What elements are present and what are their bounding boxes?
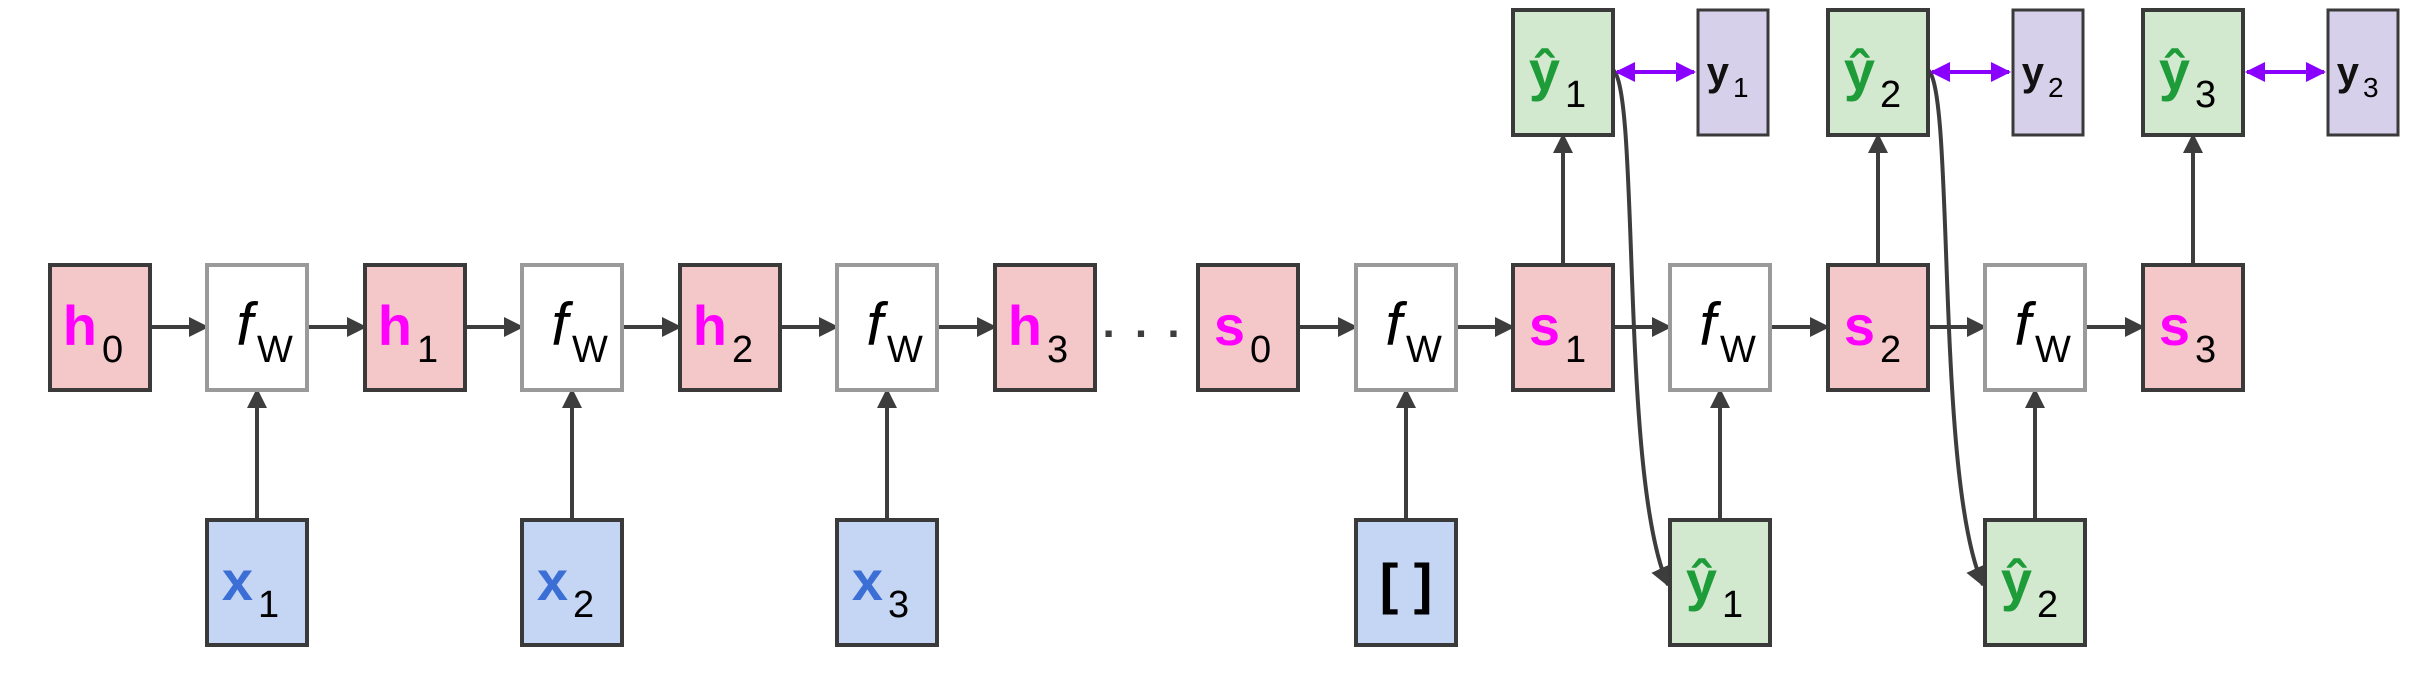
x2-subscript: 2: [573, 584, 594, 626]
fw1-subscript: W: [257, 329, 293, 371]
hidden-state-h2: h 2: [678, 263, 782, 392]
s2-subscript: 2: [1880, 329, 1901, 371]
decoder-function-1: f W: [1354, 263, 1458, 392]
h0-symbol: h: [63, 294, 97, 357]
dfw3-symbol: f: [2014, 291, 2036, 358]
hidden-state-h1: h 1: [363, 263, 467, 392]
fw3-symbol: f: [866, 291, 888, 358]
y3-subscript: 3: [2363, 72, 2379, 103]
y3-hat-subscript: 3: [2195, 74, 2216, 116]
dfw1-symbol: f: [1385, 291, 1407, 358]
decoder-state-s0: s 0: [1196, 263, 1300, 392]
prediction-y1-hat: ŷ 1: [1511, 8, 1615, 137]
decoder-start-input: [ ]: [1354, 518, 1458, 647]
dfw3-subscript: W: [2035, 329, 2071, 371]
x3-symbol: x: [852, 549, 883, 612]
input-x1: x 1: [205, 518, 309, 647]
s3-subscript: 3: [2195, 329, 2216, 371]
hidden-state-h3: h 3: [993, 263, 1097, 392]
y3-symbol: y: [2337, 50, 2360, 94]
fw1-symbol: f: [236, 291, 258, 358]
h2-symbol: h: [693, 294, 727, 357]
x3-subscript: 3: [888, 584, 909, 626]
fed-y1-hat-subscript: 1: [1722, 584, 1743, 626]
decoder-state-s2: s 2: [1826, 263, 1930, 392]
dfw2-symbol: f: [1699, 291, 1721, 358]
x1-symbol: x: [222, 549, 253, 612]
decoder-function-2: f W: [1668, 263, 1772, 392]
fed-y2-hat-symbol: ŷ: [2001, 549, 2032, 612]
start-token-label: [ ]: [1380, 552, 1433, 615]
fw2-subscript: W: [572, 329, 608, 371]
h3-subscript: 3: [1047, 329, 1068, 371]
dfw1-subscript: W: [1406, 329, 1442, 371]
y2-symbol: y: [2022, 50, 2045, 94]
decoder-state-s3: s 3: [2141, 263, 2245, 392]
h1-subscript: 1: [417, 329, 438, 371]
input-x2: x 2: [520, 518, 624, 647]
encoder-function-1: f W: [205, 263, 309, 392]
s0-subscript: 0: [1250, 329, 1271, 371]
y1-symbol: y: [1707, 50, 1730, 94]
fed-input-y1-hat: ŷ 1: [1668, 518, 1772, 647]
fw3-subscript: W: [887, 329, 923, 371]
h3-symbol: h: [1008, 294, 1042, 357]
hidden-state-h0: h 0: [48, 263, 152, 392]
y1-hat-symbol: ŷ: [1529, 39, 1560, 102]
target-y1: y 1: [1696, 8, 1770, 137]
ellipsis: . . .: [1102, 298, 1183, 347]
y1-subscript: 1: [1733, 72, 1749, 103]
h0-subscript: 0: [102, 329, 123, 371]
s3-symbol: s: [2159, 294, 2190, 357]
fw2-symbol: f: [551, 291, 573, 358]
y2-subscript: 2: [2048, 72, 2064, 103]
h2-subscript: 2: [732, 329, 753, 371]
y1-hat-subscript: 1: [1565, 74, 1586, 116]
target-y3: y 3: [2326, 8, 2400, 137]
y2-hat-subscript: 2: [1880, 74, 1901, 116]
fed-y1-hat-symbol: ŷ: [1686, 549, 1717, 612]
y2-hat-symbol: ŷ: [1844, 39, 1875, 102]
target-y2: y 2: [2011, 8, 2085, 137]
s1-subscript: 1: [1565, 329, 1586, 371]
y3-hat-symbol: ŷ: [2159, 39, 2190, 102]
decoder-state-s1: s 1: [1511, 263, 1615, 392]
fed-y2-hat-subscript: 2: [2037, 584, 2058, 626]
feedback-curve-2: [1926, 68, 1985, 587]
encoder-function-3: f W: [835, 263, 939, 392]
dfw2-subscript: W: [1720, 329, 1756, 371]
s2-symbol: s: [1844, 294, 1875, 357]
x2-symbol: x: [537, 549, 568, 612]
decoder-function-3: f W: [1983, 263, 2087, 392]
prediction-y3-hat: ŷ 3: [2141, 8, 2245, 137]
fed-input-y2-hat: ŷ 2: [1983, 518, 2087, 647]
s1-symbol: s: [1529, 294, 1560, 357]
x1-subscript: 1: [258, 584, 279, 626]
input-x3: x 3: [835, 518, 939, 647]
feedback-curve-1: [1611, 68, 1670, 587]
prediction-y2-hat: ŷ 2: [1826, 8, 1930, 137]
s0-symbol: s: [1214, 294, 1245, 357]
arrows-layer: [150, 62, 2326, 587]
h1-symbol: h: [378, 294, 412, 357]
encoder-function-2: f W: [520, 263, 624, 392]
